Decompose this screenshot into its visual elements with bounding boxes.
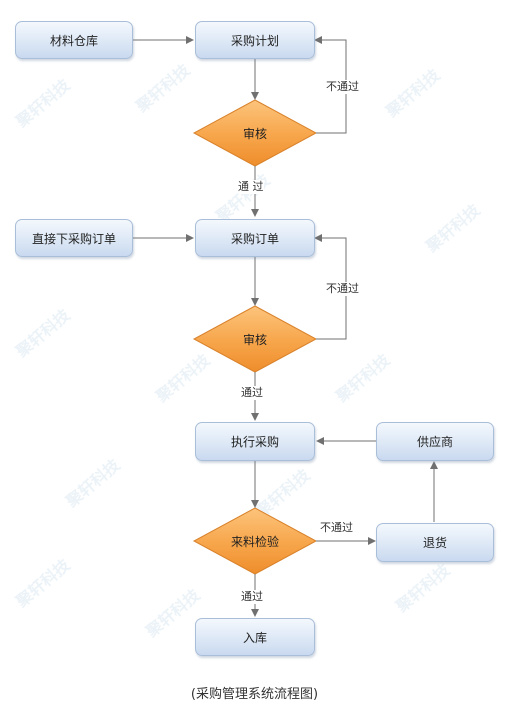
node-supplier: 供应商: [376, 422, 494, 461]
node-direct-order: 直接下采购订单: [15, 219, 133, 257]
edge-label-reject-1: 不通过: [326, 80, 359, 94]
node-purchase-order: 采购订单: [195, 219, 315, 257]
node-incoming-inspection-label: 来料检验: [230, 534, 279, 549]
node-warehousing: 入库: [195, 618, 315, 656]
edge-label-pass-2: 通过: [241, 386, 263, 400]
edge-label-pass-3: 通过: [241, 590, 263, 604]
node-review-1-label: 审核: [242, 126, 267, 141]
diagram-caption: (采购管理系统流程图): [190, 687, 319, 702]
node-return-goods: 退货: [376, 523, 494, 562]
edge-label-pass-1: 通 过: [238, 180, 264, 194]
node-purchase-plan: 采购计划: [195, 21, 315, 59]
edge-label-reject-3: 不通过: [320, 521, 353, 535]
edge-label-reject-2: 不通过: [326, 282, 359, 296]
node-warehouse: 材料仓库: [15, 21, 133, 59]
node-execute-purchase: 执行采购: [195, 422, 315, 461]
node-review-2-label: 审核: [242, 332, 267, 347]
